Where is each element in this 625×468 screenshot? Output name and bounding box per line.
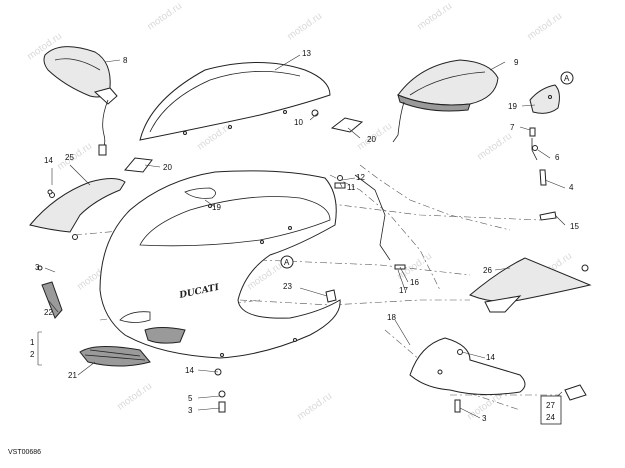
callout-27: 27 xyxy=(546,401,555,410)
watermark-text: motod.ru xyxy=(525,11,564,43)
boxed-callout-27-24: 27 24 xyxy=(540,395,562,425)
mirror-support xyxy=(529,84,560,114)
callout-3: 3 xyxy=(35,263,40,272)
bolt-set-right xyxy=(529,127,547,186)
callout-23: 23 xyxy=(283,282,292,291)
callout-16: 16 xyxy=(410,278,419,287)
callout-14: 14 xyxy=(185,366,194,375)
callout-15: 15 xyxy=(570,222,579,231)
callout-6: 6 xyxy=(555,153,560,162)
callout-19: 19 xyxy=(212,203,221,212)
right-mirror xyxy=(392,59,499,143)
callout-3: 3 xyxy=(482,414,487,423)
drawing-code: VST00686 xyxy=(8,449,41,456)
callout-9: 9 xyxy=(514,58,519,67)
upper-fairing: DUCATI xyxy=(99,170,341,359)
marker-label: A xyxy=(564,74,570,83)
side-bracket-left xyxy=(29,178,126,240)
callout-25: 25 xyxy=(65,153,74,162)
callout-21: 21 xyxy=(68,371,77,380)
callout-22: 22 xyxy=(44,308,53,317)
callout-7: 7 xyxy=(510,123,515,132)
watermark-text: motod.ru xyxy=(115,381,154,413)
callout-10: 10 xyxy=(294,118,303,127)
callout-19: 19 xyxy=(508,102,517,111)
lower-bracket xyxy=(409,337,526,396)
hardware xyxy=(37,175,587,413)
callout-20: 20 xyxy=(367,135,376,144)
reference-marker-a-top: A xyxy=(560,71,574,85)
leader-lines xyxy=(37,54,566,419)
left-mirror xyxy=(43,46,118,156)
callout-2: 2 xyxy=(30,350,35,359)
marker-label: A xyxy=(284,258,290,267)
watermark-text: motod.ru xyxy=(415,1,454,33)
mesh-grille xyxy=(79,346,151,367)
callout-17: 17 xyxy=(399,286,408,295)
watermark-text: motod.ru xyxy=(145,1,184,33)
callout-26: 26 xyxy=(483,266,492,275)
callout-18: 18 xyxy=(387,313,396,322)
callout-1: 1 xyxy=(30,338,35,347)
callout-24: 24 xyxy=(546,413,555,422)
callout-4: 4 xyxy=(569,183,574,192)
side-panel-right xyxy=(469,257,592,313)
callout-14: 14 xyxy=(486,353,495,362)
watermark-text: motod.ru xyxy=(475,131,514,163)
windscreen xyxy=(139,62,331,141)
callout-14: 14 xyxy=(44,156,53,165)
callout-12: 12 xyxy=(356,173,365,182)
callouts: 8 9 13 10 20 20 19 19 7 6 4 14 25 12 11 … xyxy=(30,49,579,423)
callout-11: 11 xyxy=(347,183,356,192)
callout-8: 8 xyxy=(123,56,128,65)
watermark-text: motod.ru xyxy=(295,391,334,423)
callout-3: 3 xyxy=(188,406,193,415)
mounting-pads xyxy=(124,109,364,173)
callout-5: 5 xyxy=(188,394,193,403)
watermark-text: motod.ru xyxy=(55,141,94,173)
reference-marker-a-mid: A xyxy=(280,255,294,269)
callout-13: 13 xyxy=(302,49,311,58)
watermark-text: motod.ru xyxy=(285,11,324,43)
callout-20: 20 xyxy=(163,163,172,172)
air-duct xyxy=(41,281,63,319)
